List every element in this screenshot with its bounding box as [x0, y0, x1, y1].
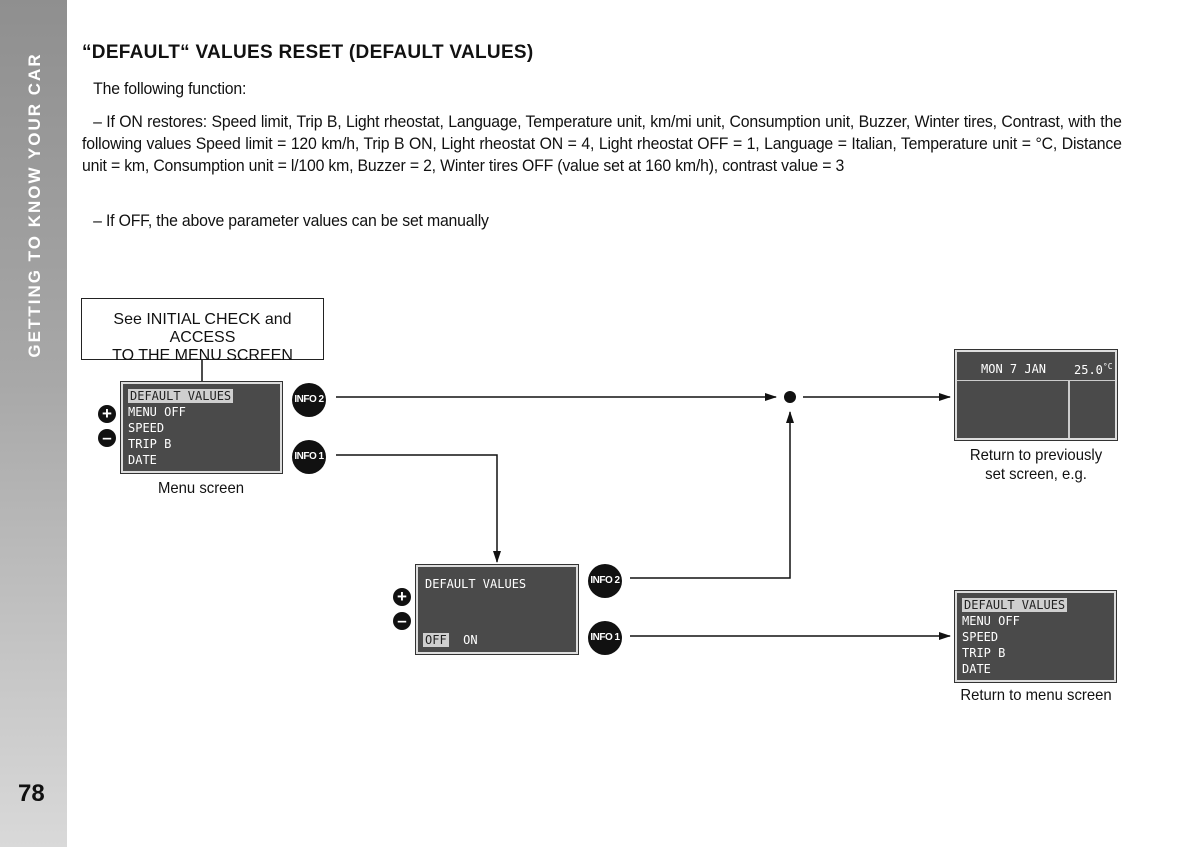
menu-item: MENU OFF — [128, 405, 186, 419]
info1-button[interactable]: INFO 1 — [292, 440, 326, 474]
plus-button-icon[interactable]: + — [393, 588, 411, 606]
page-number: 78 — [18, 780, 45, 807]
display-temp: 25.0 — [1074, 363, 1103, 377]
page-title: “DEFAULT“ VALUES RESET (DEFAULT VALUES) — [82, 42, 534, 63]
menu-item: DEFAULT VALUES — [962, 598, 1068, 612]
info2-button[interactable]: INFO 2 — [588, 564, 622, 598]
menu-item: DATE — [962, 662, 991, 676]
minus-button-icon[interactable]: – — [393, 612, 411, 630]
menu-item: TRIP B — [962, 646, 1006, 660]
menu-item: DEFAULT VALUES — [128, 389, 234, 403]
intro-paragraph: The following function: — [93, 79, 247, 98]
display-date: MON 7 JAN — [981, 362, 1047, 376]
note-line2: TO THE MENU SCREEN — [112, 347, 293, 364]
info2-button[interactable]: INFO 2 — [292, 383, 326, 417]
note-box: See INITIAL CHECK and ACCESS TO THE MENU… — [81, 298, 324, 364]
display-temp-unit: °C — [1102, 362, 1113, 371]
return-display-caption: Return to previously set screen, e.g. — [969, 447, 1103, 483]
dv-title: DEFAULT VALUES — [425, 577, 527, 591]
on-paragraph: – If ON restores: Speed limit, Trip B, L… — [82, 112, 1122, 175]
note-line1: See INITIAL CHECK and ACCESS — [113, 311, 292, 346]
off-paragraph: – If OFF, the above parameter values can… — [93, 211, 489, 230]
info1-button[interactable]: INFO 1 — [588, 621, 622, 655]
sidebar: GETTING TO KNOW YOUR CAR 78 — [0, 0, 67, 847]
menu-screen-caption: Menu screen — [157, 480, 245, 497]
info1-arrow — [336, 454, 501, 563]
option-off: OFF — [423, 633, 449, 647]
return-menu-caption: Return to menu screen — [960, 687, 1112, 704]
menu-item: SPEED — [962, 630, 999, 644]
option-on: ON — [463, 633, 478, 647]
plus-button-icon[interactable]: + — [98, 405, 116, 423]
menu-item: SPEED — [128, 421, 165, 435]
dv-info2-arrow — [630, 411, 794, 579]
return-display-screen: MON 7 JAN 25.0°C — [954, 349, 1118, 441]
menu-screen: DEFAULT VALUES MENU OFF SPEED TRIP B DAT… — [120, 381, 283, 474]
return-menu-screen: DEFAULT VALUES MENU OFF SPEED TRIP B DAT… — [954, 590, 1117, 683]
minus-button-icon[interactable]: – — [98, 429, 116, 447]
menu-item: DATE — [128, 453, 157, 467]
default-values-screen: DEFAULT VALUES OFF ON — [415, 564, 579, 655]
menu-item: TRIP B — [128, 437, 172, 451]
menu-item: MENU OFF — [962, 614, 1020, 628]
display-divider — [1068, 381, 1070, 438]
junction-dot — [784, 391, 796, 403]
